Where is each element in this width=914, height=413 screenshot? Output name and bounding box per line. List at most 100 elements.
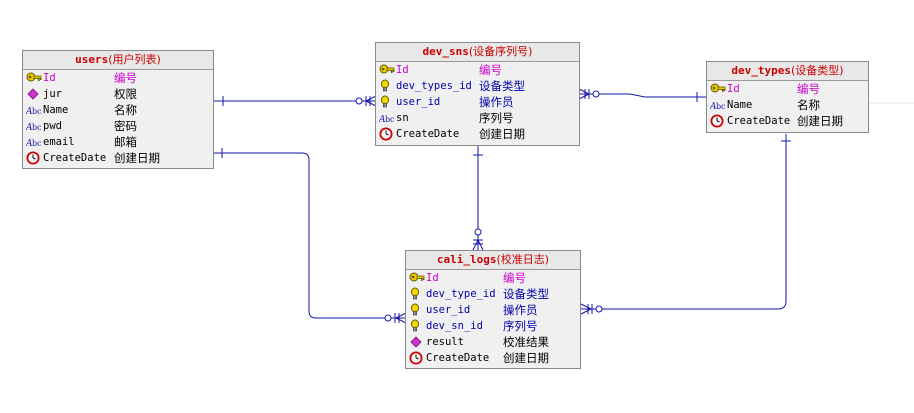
field-cn-name: 创建日期	[797, 114, 843, 128]
bulb-icon	[379, 95, 395, 109]
entity-cn-name: (设备序列号)	[468, 45, 533, 58]
field-name: result	[426, 336, 464, 348]
rel-dev-types-dev-sns	[578, 88, 707, 102]
clock-icon	[409, 351, 425, 365]
key-icon	[409, 271, 425, 285]
svg-text:A: A	[379, 115, 386, 125]
field-name: Id	[43, 72, 56, 84]
clock-icon	[379, 127, 395, 141]
field-name: CreateDate	[727, 115, 791, 127]
field-row[interactable]: dev_types_id 设备类型	[376, 78, 579, 94]
field-name: Id	[426, 272, 439, 284]
field-name: dev_sn_id	[426, 320, 483, 332]
field-name: jur	[43, 88, 62, 100]
entity-cn-name: (设备类型)	[791, 64, 844, 77]
svg-text:A: A	[26, 139, 33, 149]
field-row[interactable]: CreateDate 创建日期	[707, 113, 868, 129]
svg-text:b: b	[385, 115, 390, 124]
field-cn-name: 创建日期	[114, 151, 160, 165]
bulb-icon	[379, 79, 395, 93]
svg-text:c: c	[390, 115, 395, 124]
field-row[interactable]: dev_type_id 设备类型	[406, 286, 580, 302]
svg-text:b: b	[716, 102, 721, 111]
diamond-attribute-icon	[409, 335, 425, 349]
entity-header: dev_sns(设备序列号)	[376, 43, 579, 62]
field-cn-name: 邮箱	[114, 135, 137, 149]
clock-icon	[710, 114, 726, 128]
field-row[interactable]: Id 编号	[707, 81, 868, 97]
entity-header: users(用户列表)	[23, 51, 213, 70]
entity-cn-name: (校准日志)	[496, 253, 550, 266]
rel-dev-types-cali-logs	[580, 134, 791, 315]
field-cn-name: 设备类型	[479, 79, 525, 93]
bulb-icon	[409, 287, 425, 301]
field-row[interactable]: user_id 操作员	[406, 302, 580, 318]
field-cn-name: 名称	[797, 98, 820, 112]
field-name: Id	[396, 64, 409, 76]
field-row[interactable]: user_id 操作员	[376, 94, 579, 110]
field-name: sn	[396, 112, 409, 124]
field-name: email	[43, 136, 75, 148]
field-cn-name: 编号	[797, 82, 820, 96]
svg-text:b: b	[32, 107, 37, 116]
field-cn-name: 创建日期	[503, 351, 549, 365]
entity-header: cali_logs(校准日志)	[406, 251, 580, 270]
field-cn-name: 操作员	[503, 303, 538, 317]
field-name: dev_types_id	[396, 80, 472, 92]
field-name: user_id	[426, 304, 471, 316]
field-name: user_id	[396, 96, 441, 108]
field-name: Name	[727, 99, 753, 111]
diamond-attribute-icon	[26, 87, 42, 101]
entity-name: dev_types	[731, 64, 791, 77]
entity-name: cali_logs	[436, 253, 497, 266]
svg-text:A: A	[26, 123, 33, 133]
key-icon	[710, 82, 726, 96]
field-cn-name: 设备类型	[503, 287, 549, 301]
field-name: dev_type_id	[426, 288, 496, 300]
field-cn-name: 创建日期	[479, 127, 525, 141]
svg-text:b: b	[32, 139, 37, 148]
field-name: CreateDate	[396, 128, 460, 140]
rel-users-cali-logs	[213, 148, 407, 324]
field-row[interactable]: CreateDate 创建日期	[376, 126, 579, 142]
svg-text:b: b	[32, 123, 37, 132]
field-name: pwd	[43, 120, 62, 132]
field-row[interactable]: CreateDate 创建日期	[406, 350, 580, 366]
field-cn-name: 操作员	[479, 95, 514, 109]
field-row[interactable]: Id 编号	[376, 62, 579, 78]
field-name: Id	[727, 83, 740, 95]
field-name: CreateDate	[426, 352, 490, 364]
clock-icon	[26, 151, 42, 165]
svg-text:c: c	[37, 139, 42, 148]
entity-name: dev_sns	[422, 45, 469, 58]
svg-text:c: c	[37, 123, 42, 132]
svg-text:c: c	[721, 102, 726, 111]
svg-text:A: A	[710, 102, 717, 112]
field-cn-name: 编号	[479, 63, 502, 77]
